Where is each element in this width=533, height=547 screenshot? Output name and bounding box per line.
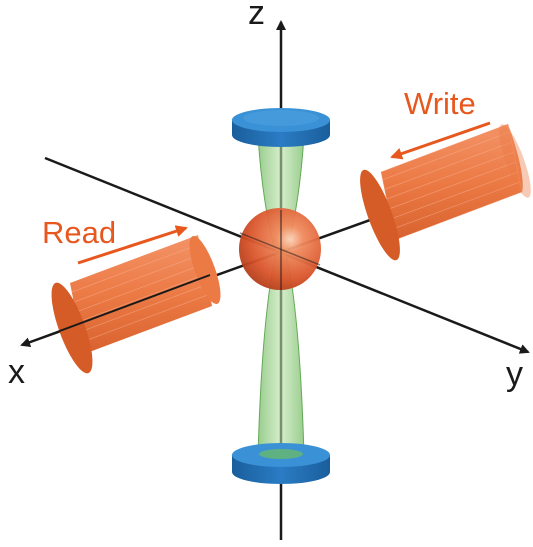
write-label: Write — [404, 86, 476, 121]
read-arrow — [77, 225, 188, 265]
axis-y-label: y — [506, 355, 523, 393]
cavity-mode — [257, 134, 305, 456]
read-label: Read — [42, 215, 116, 250]
atom-cloud-sphere — [239, 208, 321, 290]
axis-z-label: z — [248, 0, 265, 32]
axis-x-label: x — [8, 353, 25, 391]
write-arrow — [390, 121, 491, 160]
write-beam-cylinder — [360, 123, 531, 261]
bottom-mirror — [232, 443, 330, 484]
read-beam-cylinder — [21, 235, 221, 374]
top-mirror — [232, 108, 330, 147]
